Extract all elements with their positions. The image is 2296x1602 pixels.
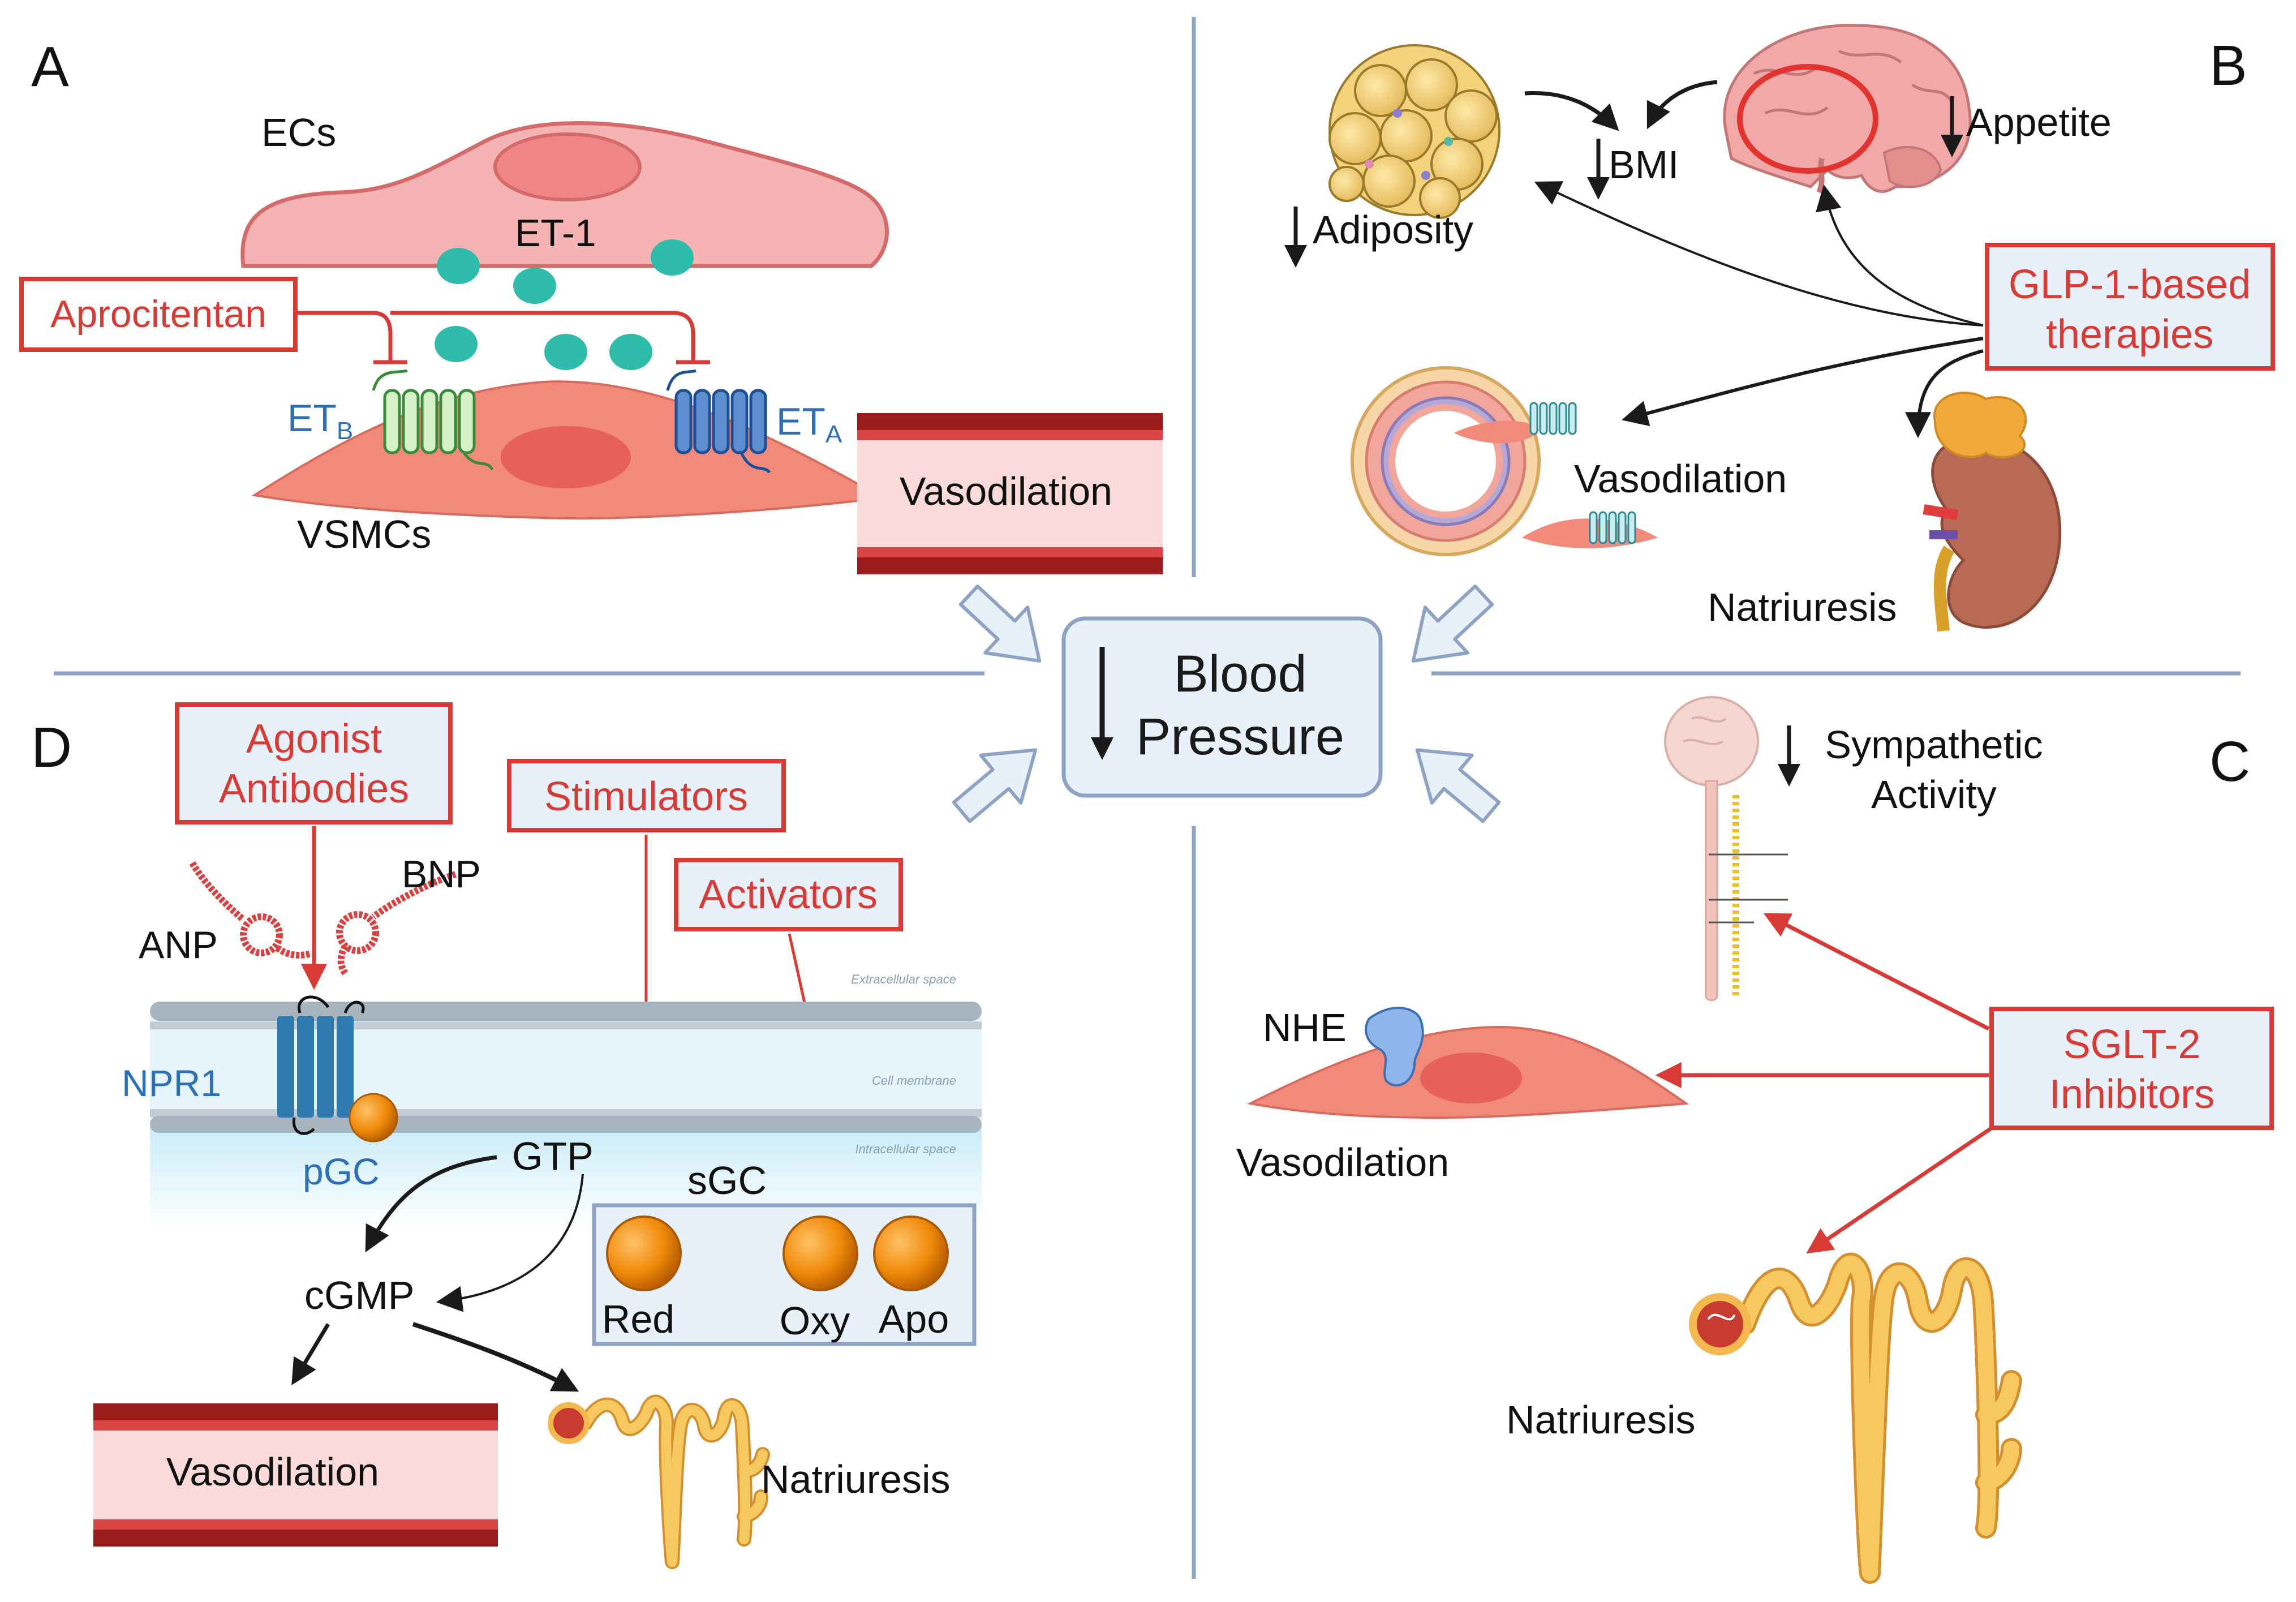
panel-b: B [1284,24,2275,632]
activators-label: Activators [699,872,878,917]
et1-molecules [435,239,694,370]
nephron-d-icon [548,1394,770,1569]
anp-peptide-icon [189,861,312,959]
vessel-cross-section-icon [1351,366,1658,556]
activators-box [674,858,903,931]
glp1-line1: GLP-1-based [2009,262,2251,307]
red-label: Red [602,1297,674,1341]
natriuresis-c-label: Natriuresis [1506,1398,1696,1442]
vasodilation-b-label: Vasodilation [1574,457,1787,501]
b-black-arrows [1524,80,1718,131]
panel-d: D Agonist Antibodies Stimulators Activat… [31,702,982,1569]
sympathetic-line1: Sympathetic [1825,723,2043,767]
eta-label: ETA [776,400,842,448]
d-black-arrows [291,1155,584,1392]
aprocitentan-label: Aprocitentan [50,293,266,336]
agonist-line1: Agonist [246,716,382,762]
center-block: Blood Pressure [1061,616,1383,798]
et1-label: ET-1 [515,212,596,255]
arrow-from-a-icon [958,584,1042,663]
blood-pressure-line2: Pressure [1136,708,1344,766]
eta-receptor-icon [666,369,771,474]
etb-receptor-icon [372,369,494,471]
arrow-from-d-icon [952,748,1038,823]
vasodilation-c-label: Vasodilation [1236,1140,1449,1184]
etb-label: ETB [287,397,353,445]
vessel-a-icon [857,413,1163,574]
intracellular-label: Intracellular space [855,1142,956,1156]
glp1-arrows [1534,181,1984,439]
vsmc-c-nucleus [1420,1053,1522,1103]
vasodilation-d-label: Vasodilation [166,1450,379,1494]
nhe-label: NHE [1263,1006,1347,1050]
pgc-label: pGC [303,1150,380,1192]
appetite-label: Appetite [1966,100,2112,144]
extracellular-label: Extracellular space [851,972,956,986]
eta-subscript: A [825,420,842,448]
panel-dividers [54,17,2241,1579]
sgc-label: sGC [687,1158,767,1202]
vasodilation-a-label: Vasodilation [900,469,1112,513]
kidney-icon [1923,392,2062,632]
panel-a: A ECs ET-1 Aprocitentan [19,35,1163,574]
vessel-d-icon [93,1403,498,1547]
panel-c: C Sympathetic Activity SGLT-2 Inhibitors… [1236,696,2274,1584]
panel-a-letter: A [31,35,69,98]
bmi-label: BMI [1609,143,1679,187]
sglt2-line2: Inhibitors [2049,1072,2215,1117]
heme-red-icon [606,1216,682,1291]
anp-label: ANP [139,924,218,967]
cgmp-label: cGMP [304,1273,414,1317]
panel-c-letter: C [2209,730,2250,793]
adiposity-label: Adiposity [1313,208,1473,252]
hypothalamus-highlight [1737,64,1878,174]
aprocitentan-box [19,277,298,352]
npr1-label: NPR1 [122,1062,221,1104]
cell-membrane-label: Cell membrane [872,1073,956,1088]
heme-apo-icon [873,1216,949,1291]
natriuresis-d-label: Natriuresis [761,1457,951,1501]
bnp-label: BNP [402,853,481,896]
sympathetic-line2: Activity [1871,772,1997,817]
heme-oxy-icon [782,1216,858,1291]
gtp-label: GTP [512,1134,594,1178]
aprocitentan-inhibition-lines [295,311,710,364]
blood-pressure-box [1061,616,1383,798]
vsmcs-label: VSMCs [297,512,431,556]
arrow-from-b-icon [1411,584,1494,663]
bnp-peptide-icon [336,871,457,976]
brain-icon [1723,24,1972,194]
npr1-receptor-icon [277,995,398,1143]
stimulators-label: Stimulators [544,774,748,819]
panel-b-letter: B [2209,34,2247,97]
nhe-transporter-icon [1365,1007,1424,1087]
pgc-domain-icon [349,1093,398,1143]
panel-d-letter: D [31,716,72,779]
arrow-from-c-icon [1415,748,1501,823]
stimulators-box [507,759,786,832]
natriuresis-b-label: Natriuresis [1708,585,1897,629]
agonist-line2: Antibodies [219,766,409,811]
oxy-label: Oxy [780,1299,850,1343]
glp1-box [1985,243,2275,371]
endothelial-nucleus [493,132,642,201]
converging-arrows [952,584,1501,823]
sglt2-box [1989,1007,2274,1130]
blood-pressure-line1: Blood [1173,645,1306,703]
sglt2-line1: SGLT-2 [2063,1022,2201,1067]
vsmc-nucleus [501,426,631,488]
ecs-label: ECs [261,110,336,154]
apo-label: Apo [879,1297,949,1341]
agonist-antibodies-box [175,702,453,824]
adipose-tissue-icon [1328,44,1500,219]
sglt2-arrows [1655,913,1996,1254]
etb-subscript: B [337,417,353,445]
nephron-c-icon [1689,1252,2022,1584]
brain-spinal-cord-icon [1664,696,1788,1001]
glp1-line2: therapies [2046,312,2213,357]
